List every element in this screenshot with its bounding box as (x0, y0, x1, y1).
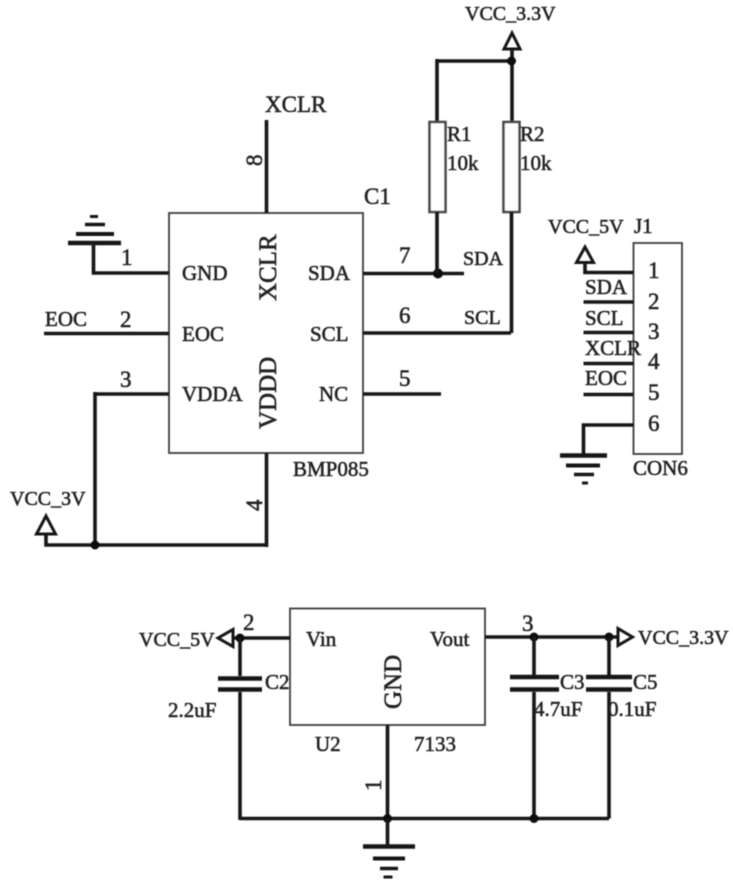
svg-text:U2: U2 (315, 732, 341, 756)
svg-text:EOC: EOC (45, 307, 87, 331)
svg-text:5: 5 (648, 380, 660, 405)
svg-text:XCLR: XCLR (265, 92, 327, 117)
svg-text:1: 1 (361, 780, 386, 792)
svg-text:4.7uF: 4.7uF (534, 697, 582, 721)
svg-text:SDA: SDA (308, 261, 351, 285)
svg-text:3: 3 (522, 611, 534, 636)
svg-text:4: 4 (648, 349, 660, 374)
svg-text:NC: NC (319, 382, 348, 406)
svg-text:XCLR: XCLR (585, 336, 641, 360)
svg-text:3: 3 (120, 367, 132, 392)
svg-text:EOC: EOC (182, 322, 224, 346)
svg-text:EOC: EOC (585, 366, 627, 390)
svg-text:2: 2 (120, 307, 132, 332)
svg-text:SCL: SCL (310, 322, 349, 346)
svg-text:VCC_5V: VCC_5V (548, 216, 624, 238)
svg-text:VCC_3.3V: VCC_3.3V (638, 627, 729, 649)
svg-text:GND: GND (182, 261, 228, 285)
svg-text:10k: 10k (447, 151, 479, 175)
svg-text:J1: J1 (634, 214, 653, 238)
svg-text:5: 5 (399, 366, 411, 391)
svg-text:VDDD: VDDD (255, 357, 282, 429)
svg-text:R2: R2 (520, 122, 545, 146)
svg-text:VCC_3V: VCC_3V (10, 488, 86, 510)
svg-text:C1: C1 (364, 184, 391, 209)
svg-text:2: 2 (648, 289, 660, 314)
svg-text:SCL: SCL (464, 307, 501, 329)
svg-text:SCL: SCL (585, 306, 624, 330)
svg-text:C3: C3 (560, 670, 585, 694)
svg-text:SDA: SDA (463, 248, 504, 270)
svg-text:4: 4 (242, 499, 267, 511)
svg-text:XCLR: XCLR (255, 234, 282, 301)
svg-text:BMP085: BMP085 (293, 457, 369, 481)
svg-text:CON6: CON6 (633, 456, 688, 480)
svg-text:GND: GND (380, 655, 407, 709)
svg-text:7133: 7133 (414, 732, 456, 756)
svg-text:Vin: Vin (306, 627, 337, 651)
svg-text:VCC_3.3V: VCC_3.3V (465, 3, 556, 25)
svg-text:6: 6 (648, 411, 660, 436)
svg-text:VDDA: VDDA (182, 382, 243, 406)
svg-text:10k: 10k (520, 151, 552, 175)
svg-text:8: 8 (242, 155, 267, 167)
svg-text:0.1uF: 0.1uF (608, 697, 656, 721)
svg-text:C2: C2 (265, 670, 290, 694)
svg-text:2.2uF: 2.2uF (168, 698, 216, 722)
svg-text:7: 7 (399, 243, 411, 268)
svg-text:1: 1 (121, 245, 133, 270)
svg-text:Vout: Vout (430, 627, 469, 651)
svg-text:6: 6 (399, 303, 411, 328)
svg-text:C5: C5 (633, 670, 658, 694)
svg-text:3: 3 (648, 319, 660, 344)
svg-text:R1: R1 (447, 122, 472, 146)
svg-text:2: 2 (243, 610, 255, 635)
svg-text:VCC_5V: VCC_5V (139, 629, 215, 651)
svg-text:SDA: SDA (585, 275, 628, 299)
svg-text:1: 1 (648, 258, 660, 283)
